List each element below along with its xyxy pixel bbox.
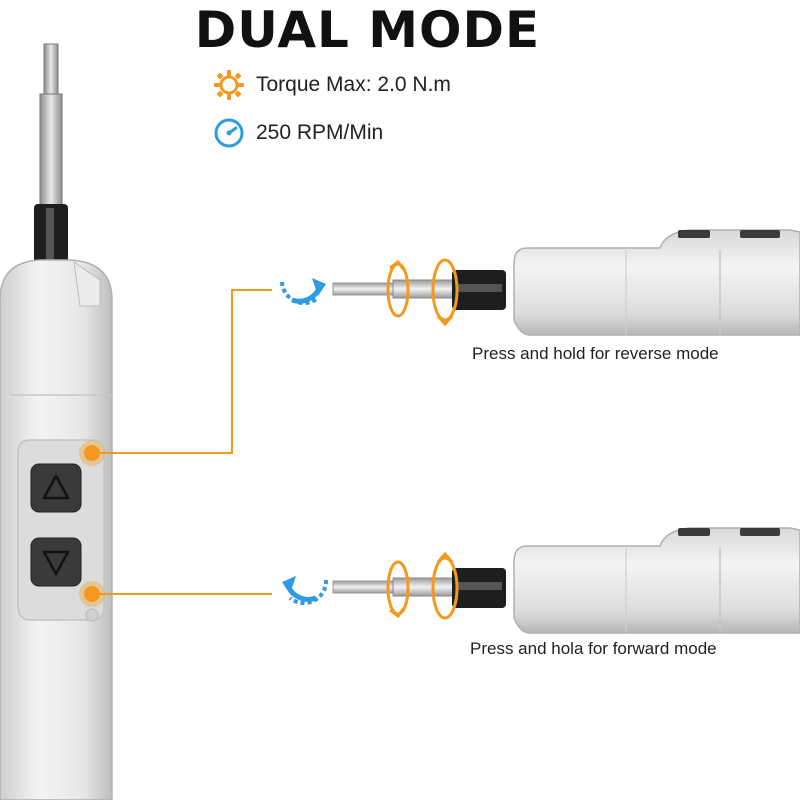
indicator-light bbox=[85, 608, 99, 622]
bit-shaft bbox=[39, 93, 63, 207]
callout-forward bbox=[79, 581, 272, 607]
up-triangle-icon bbox=[42, 474, 70, 500]
page-title: DUAL MODE bbox=[194, 1, 541, 59]
speedometer-icon bbox=[214, 118, 244, 148]
spec-torque: Torque Max: 2.0 N.m bbox=[212, 68, 451, 102]
clockwise-arrow-icon bbox=[282, 576, 329, 606]
reverse-rotation-arrows-icon bbox=[386, 258, 459, 327]
spec-speed: 250 RPM/Min bbox=[212, 116, 383, 150]
counterclockwise-arrow-icon bbox=[280, 278, 326, 306]
torque-label: Torque Max: 2.0 N.m bbox=[256, 73, 451, 96]
forward-rotation-arrows-icon bbox=[386, 551, 459, 620]
reverse-mode-caption: Press and hold for reverse mode bbox=[472, 344, 719, 363]
forward-mode-caption: Press and hola for forward mode bbox=[470, 639, 717, 658]
vertical-screwdriver bbox=[0, 43, 113, 800]
forward-screwdriver bbox=[332, 527, 800, 634]
up-button bbox=[30, 463, 82, 513]
reverse-screwdriver bbox=[332, 229, 800, 336]
down-triangle-icon bbox=[42, 550, 70, 576]
callout-reverse bbox=[79, 289, 272, 466]
down-button bbox=[30, 537, 82, 587]
gear-icon bbox=[214, 70, 244, 100]
speed-label: 250 RPM/Min bbox=[256, 121, 384, 144]
